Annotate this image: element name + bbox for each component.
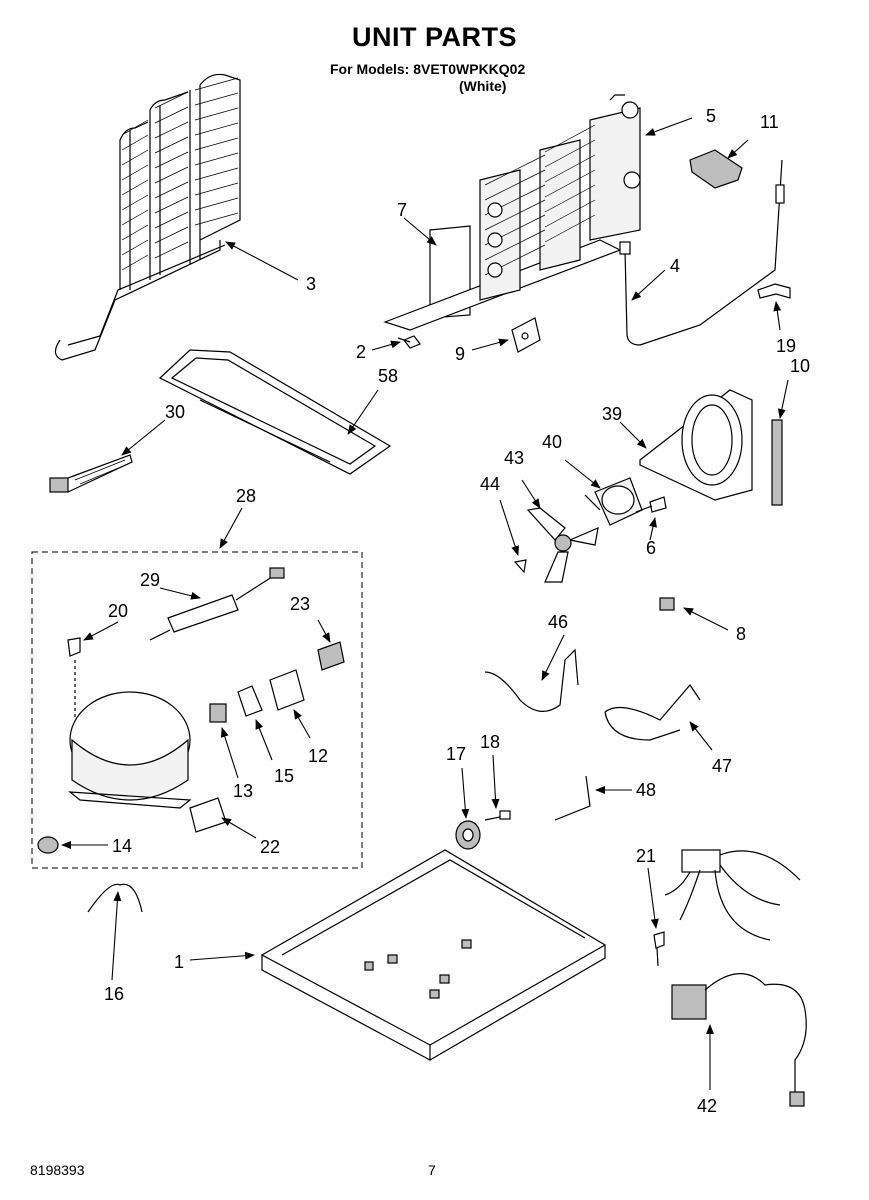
grommet-part-8 [659,597,675,611]
callout-21: 21 [636,846,656,866]
document-number: 8198393 [30,1162,85,1178]
cap-part-11 [689,149,743,189]
callout-15: 15 [274,766,294,786]
condenser-coil-part-3 [54,73,241,361]
callout-22: 22 [260,837,280,857]
callout-28: 28 [236,486,256,506]
callout-8: 8 [736,624,746,644]
callout-23: 23 [290,594,310,614]
callout-43: 43 [504,448,524,468]
compressor [68,660,192,809]
callout-48: 48 [636,780,656,800]
compressor-kit-box-part-28 [31,551,363,869]
callout-29: 29 [140,570,160,590]
clip-part-16 [87,883,143,913]
models-line: For Models: 8VET0WPKKQ02 [330,61,526,77]
callout-10: 10 [790,356,810,376]
callout-17: 17 [446,744,466,764]
callout-16: 16 [104,984,124,1004]
callout-5: 5 [706,106,716,126]
screw-part-6 [635,496,667,513]
roller-part-17 [455,820,481,850]
callout-42: 42 [697,1096,717,1116]
tube-part-48 [554,775,591,821]
evaporator-assembly-part-5 [383,94,641,331]
drier-part-29 [149,567,285,641]
callout-leaders [61,117,789,1090]
callout-58: 58 [378,366,398,386]
fan-shroud-part-39 [639,389,753,501]
callout-12: 12 [308,746,328,766]
screw-part-21 [653,931,665,967]
clip-part-19 [757,283,791,299]
screw-part-2 [397,335,421,349]
screw-part-18 [484,810,511,821]
callout-14: 14 [112,836,132,856]
capacitor-part-22 [189,797,227,833]
callout-30: 30 [165,402,185,422]
callout-6: 6 [646,538,656,558]
clip-part-44 [513,559,527,574]
wiring-harness-part-42 [664,849,807,1107]
callout-1: 1 [174,952,184,972]
callout-3: 3 [306,274,316,294]
callout-19: 19 [776,336,796,356]
callout-40: 40 [542,432,562,452]
connector-part-23 [317,641,345,671]
overload-part-15 [237,685,263,717]
page-number: 7 [428,1162,436,1178]
tube-part-30 [49,454,133,493]
callout-20: 20 [108,601,128,621]
page-title: UNIT PARTS [352,22,517,52]
callout-13: 13 [233,781,253,801]
color-line: (White) [459,78,507,94]
grommet-part-14 [37,836,59,854]
callout-18: 18 [480,732,500,752]
callout-4: 4 [670,256,680,276]
callout-11: 11 [760,112,779,132]
fan-blade-part-43 [526,507,599,583]
bracket-part-9 [511,317,541,353]
relay-part-13 [209,703,227,723]
screw-part-20 [67,637,81,657]
sensor-part-4 [619,159,785,346]
callout-labels: 3 5 7 11 4 19 10 2 9 58 30 39 40 43 44 6… [104,106,810,1116]
callout-46: 46 [548,612,568,632]
drain-pan-part-58 [158,349,392,475]
callout-39: 39 [602,404,622,424]
tube-part-47 [604,684,701,741]
start-device-part-12 [269,669,305,711]
base-plate-part-1 [260,849,607,1062]
tube-part-46 [484,648,579,712]
callout-2: 2 [356,342,366,362]
fan-motor-part-40 [584,477,643,526]
callout-44: 44 [480,474,500,494]
callout-9: 9 [455,344,465,364]
callout-7: 7 [397,200,407,220]
strip-part-10 [771,419,783,506]
callout-47: 47 [712,756,732,776]
